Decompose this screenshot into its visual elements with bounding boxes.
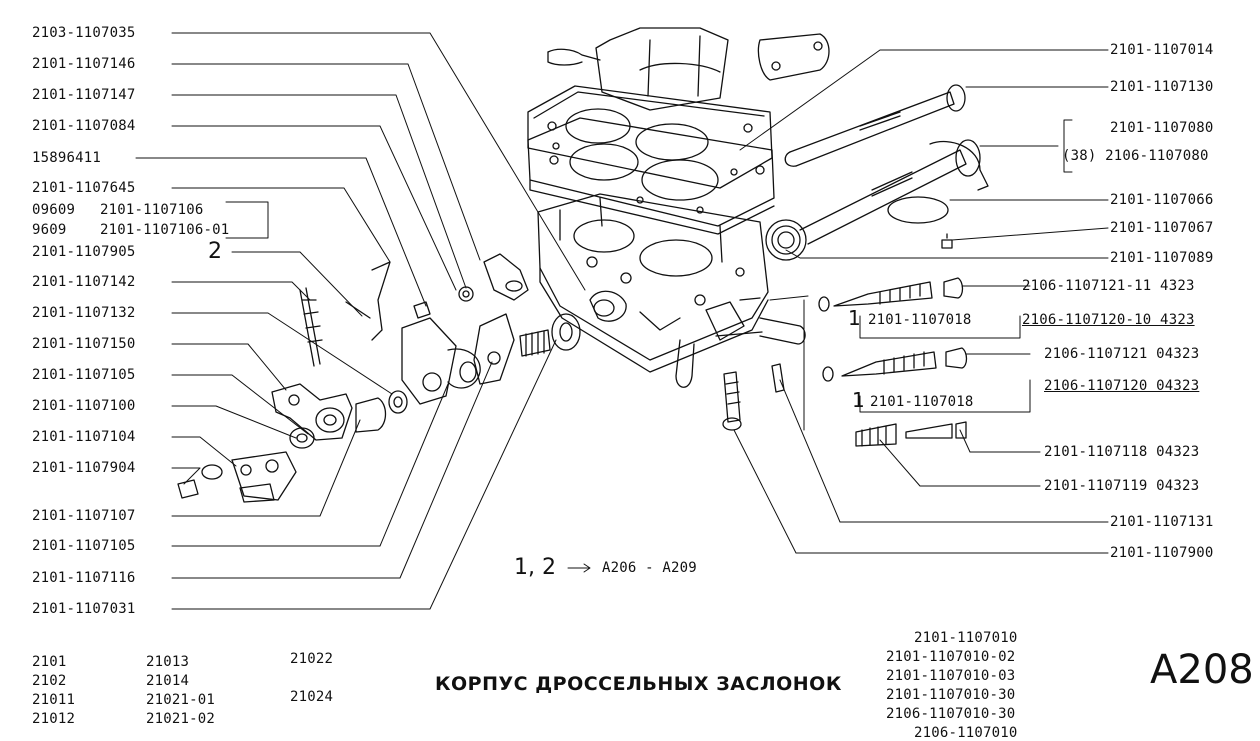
callout-2: 2 <box>208 239 222 264</box>
model-code: 21014 <box>146 673 190 689</box>
upper-body-fragment <box>547 27 830 111</box>
part-label: 2101-1107031 <box>32 601 136 617</box>
assembly-code: 2101-1107010-02 <box>886 649 1016 665</box>
part-label: 2101-1107084 <box>32 118 136 134</box>
note-marker: 1, 2 <box>514 555 556 580</box>
gasket-upper <box>527 85 773 189</box>
linkage-parts <box>177 253 581 503</box>
leader-lines-left <box>135 32 586 610</box>
throttle-body <box>537 193 806 388</box>
part-label: 2101-1107018 <box>868 312 972 328</box>
part-label: 2106-1107120 04323 <box>1044 378 1200 394</box>
page-title: КОРПУС ДРОССЕЛЬНЫХ ЗАСЛОНОК <box>435 673 842 695</box>
part-label: 2101-1107116 <box>32 570 136 586</box>
throttle-plate <box>887 196 949 224</box>
callout-1: 1 <box>848 306 861 330</box>
part-label: 2106-1107121-11 4323 <box>1022 278 1195 294</box>
model-code: 21012 <box>32 711 76 727</box>
note-range: A206 - A209 <box>602 560 697 576</box>
part-label: 2101-1107106-01 <box>100 222 230 238</box>
assembly-code: 2101-1107010-30 <box>886 687 1016 703</box>
part-label: 15896411 <box>32 150 102 166</box>
leader-lines-right <box>567 49 1109 573</box>
alt-prefix: 09609 <box>32 202 76 218</box>
model-code: 21013 <box>146 654 190 670</box>
return-spring <box>765 219 807 261</box>
part-label: 2101-1107900 <box>1110 545 1214 561</box>
assembly-code: 2101-1107010 <box>914 630 1018 646</box>
part-label: 2101-1107645 <box>32 180 136 196</box>
part-label: 2101-1107018 <box>870 394 974 410</box>
part-label: 2101-1107066 <box>1110 192 1214 208</box>
part-label: 2101-1107014 <box>1110 42 1214 58</box>
assembly-code: 2106-1107010 <box>914 725 1018 741</box>
model-code: 2101 <box>32 654 67 670</box>
insulating-spacer <box>527 117 775 235</box>
part-label: (38) 2106-1107080 <box>1062 148 1209 164</box>
model-code: 21024 <box>290 689 334 705</box>
part-label: 2101-1107100 <box>32 398 136 414</box>
part-label: 2101-1107105 <box>32 538 136 554</box>
plate-screw <box>941 233 953 249</box>
model-code: 21022 <box>290 651 334 667</box>
part-label: 2101-1107119 04323 <box>1044 478 1200 494</box>
part-label: 2101-1107105 <box>32 367 136 383</box>
part-label: 2106-1107121 04323 <box>1044 346 1200 362</box>
part-label: 2101-1107130 <box>1110 79 1214 95</box>
adjust-screws <box>722 277 968 447</box>
part-label: 2101-1107106 <box>100 202 204 218</box>
assembly-code: 2101-1107010-03 <box>886 668 1016 684</box>
model-code: 21021-02 <box>146 711 216 727</box>
part-label: 2101-1107131 <box>1110 514 1214 530</box>
part-label: 2101-1107905 <box>32 244 136 260</box>
part-label: 2101-1107150 <box>32 336 136 352</box>
callout-1: 1 <box>852 388 865 412</box>
part-label: 2101-1107146 <box>32 56 136 72</box>
part-label: 2101-1107142 <box>32 274 136 290</box>
part-label: 2101-1107080 <box>1110 120 1214 136</box>
part-label: 2106-1107120-10 4323 <box>1022 312 1195 328</box>
throttle-shafts <box>784 84 989 245</box>
part-label: 2101-1107089 <box>1110 250 1214 266</box>
part-label: 2101-1107104 <box>32 429 136 445</box>
model-code: 21021-01 <box>146 692 216 708</box>
assembly-code: 2106-1107010-30 <box>886 706 1016 722</box>
model-code: 21011 <box>32 692 76 708</box>
part-label: 2101-1107147 <box>32 87 136 103</box>
part-label: 2101-1107118 04323 <box>1044 444 1200 460</box>
alt-prefix: 9609 <box>32 222 67 238</box>
model-code: 2102 <box>32 673 67 689</box>
part-label: 2101-1107107 <box>32 508 136 524</box>
page-code: A208 <box>1150 647 1254 693</box>
part-label: 2101-1107132 <box>32 305 136 321</box>
part-label: 2103-1107035 <box>32 25 136 41</box>
part-label: 2101-1107067 <box>1110 220 1214 236</box>
part-label: 2101-1107904 <box>32 460 136 476</box>
